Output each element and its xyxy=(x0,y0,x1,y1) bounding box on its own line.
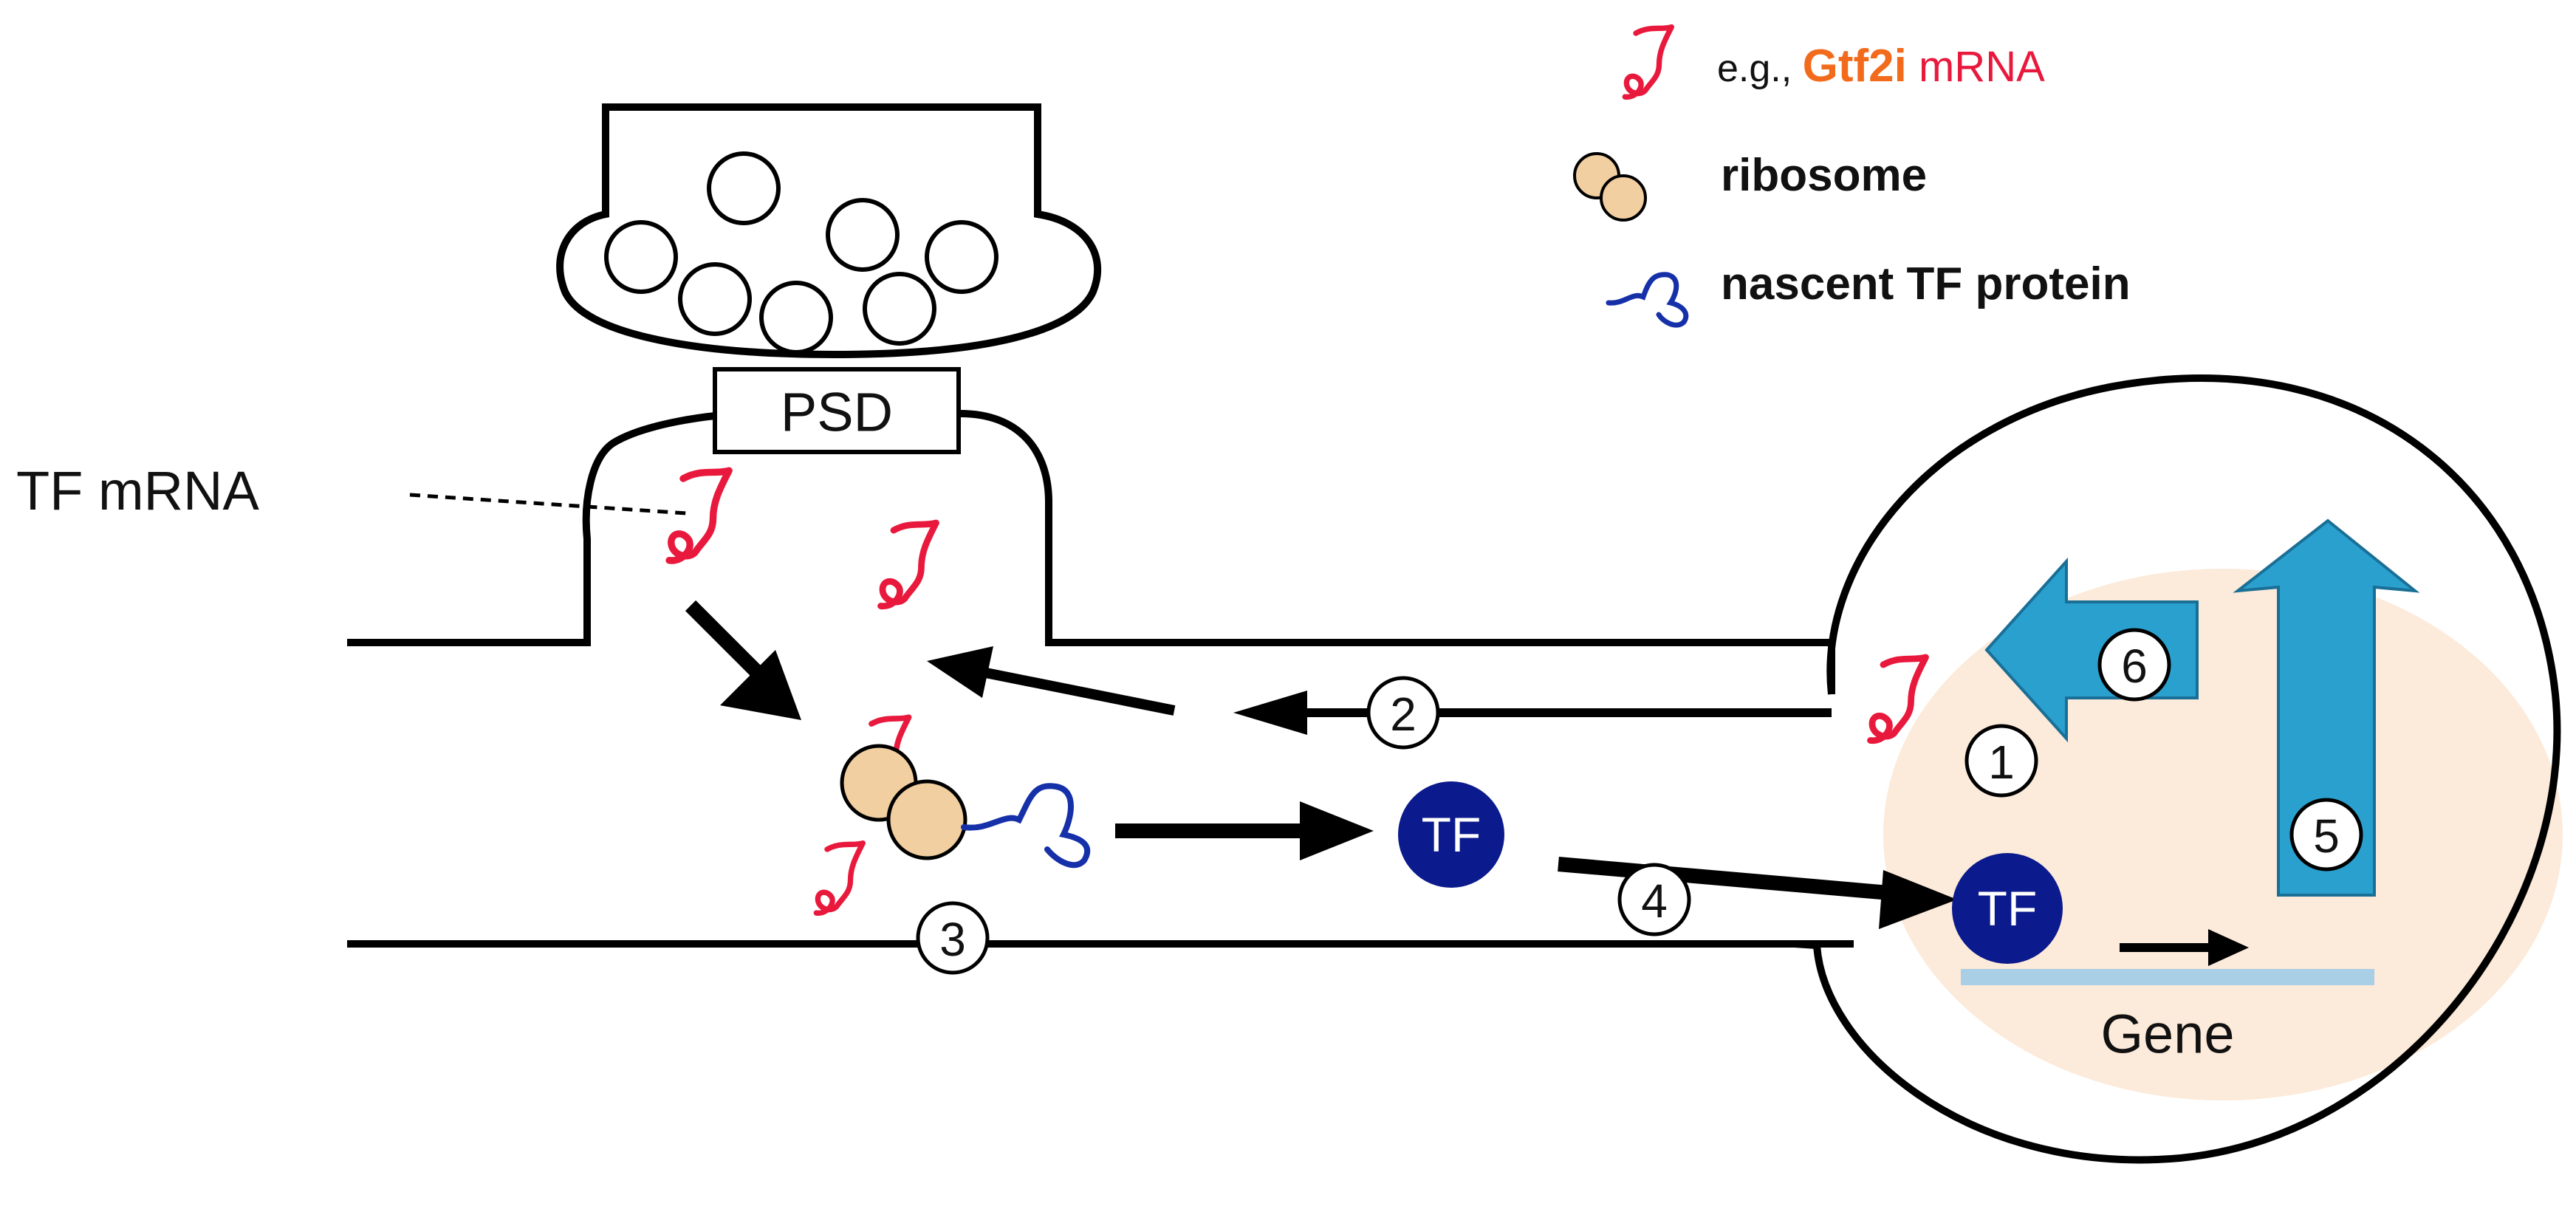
svg-text:3: 3 xyxy=(939,913,966,966)
legend-mrna-prefix: e.g., xyxy=(1717,47,1803,90)
legend-mrna-suffix: mRNA xyxy=(1907,43,2045,91)
legend-ribosome-icon xyxy=(1573,152,1647,222)
transcription-up-arrow xyxy=(2233,518,2420,897)
legend-mrna-gene: Gtf2i xyxy=(1803,41,1907,92)
cell-outline xyxy=(347,410,1854,948)
svg-text:4: 4 xyxy=(1641,874,1668,928)
mrna-translating-bottom xyxy=(816,843,863,914)
psd-label: PSD xyxy=(781,382,893,443)
gene-label: Gene xyxy=(2100,1004,2234,1065)
step-markers: 1 2 3 4 5 6 xyxy=(916,628,2363,975)
step-3: 3 xyxy=(916,901,990,975)
mrna-spine xyxy=(669,470,729,561)
step-1: 1 xyxy=(1964,724,2038,798)
step-5: 5 xyxy=(2289,798,2363,871)
tf-cytoplasm-label: TF xyxy=(1422,807,1481,862)
ribosome xyxy=(840,744,967,860)
mrna-dendrite xyxy=(881,523,936,606)
tf-mrna-leader xyxy=(409,493,688,516)
legend-ribosome-text: ribosome xyxy=(1721,150,1927,201)
black-arrows xyxy=(685,600,2249,966)
soma-membrane xyxy=(1794,374,2561,1164)
step-4: 4 xyxy=(1617,863,1691,936)
step-6: 6 xyxy=(2097,628,2171,702)
legend-nascent-text: nascent TF protein xyxy=(1721,258,2131,309)
tf-cytoplasm: TF xyxy=(1398,781,1504,888)
tf-nucleus: TF xyxy=(1952,853,2063,964)
tf-nucleus-label: TF xyxy=(1978,881,2038,936)
synaptic-vesicles xyxy=(604,151,998,355)
legend-mrna-icon xyxy=(1625,27,1671,97)
legend: e.g., Gtf2i mRNA ribosome nascent TF pro… xyxy=(1573,27,2131,328)
step-2: 2 xyxy=(1366,676,1440,750)
gene-bar xyxy=(1961,969,2374,985)
legend-nascent-icon xyxy=(1606,272,1689,328)
svg-text:2: 2 xyxy=(1390,688,1417,741)
psd-box: PSD xyxy=(713,367,961,454)
svg-text:1: 1 xyxy=(1988,736,2015,789)
svg-text:6: 6 xyxy=(2121,640,2148,693)
svg-text:5: 5 xyxy=(2313,809,2340,863)
nascent-tf-protein xyxy=(961,783,1091,869)
legend-mrna-text: e.g., Gtf2i mRNA xyxy=(1717,41,2045,92)
presynaptic-terminal xyxy=(556,103,1102,359)
tf-mrna-label: TF mRNA xyxy=(16,460,259,521)
